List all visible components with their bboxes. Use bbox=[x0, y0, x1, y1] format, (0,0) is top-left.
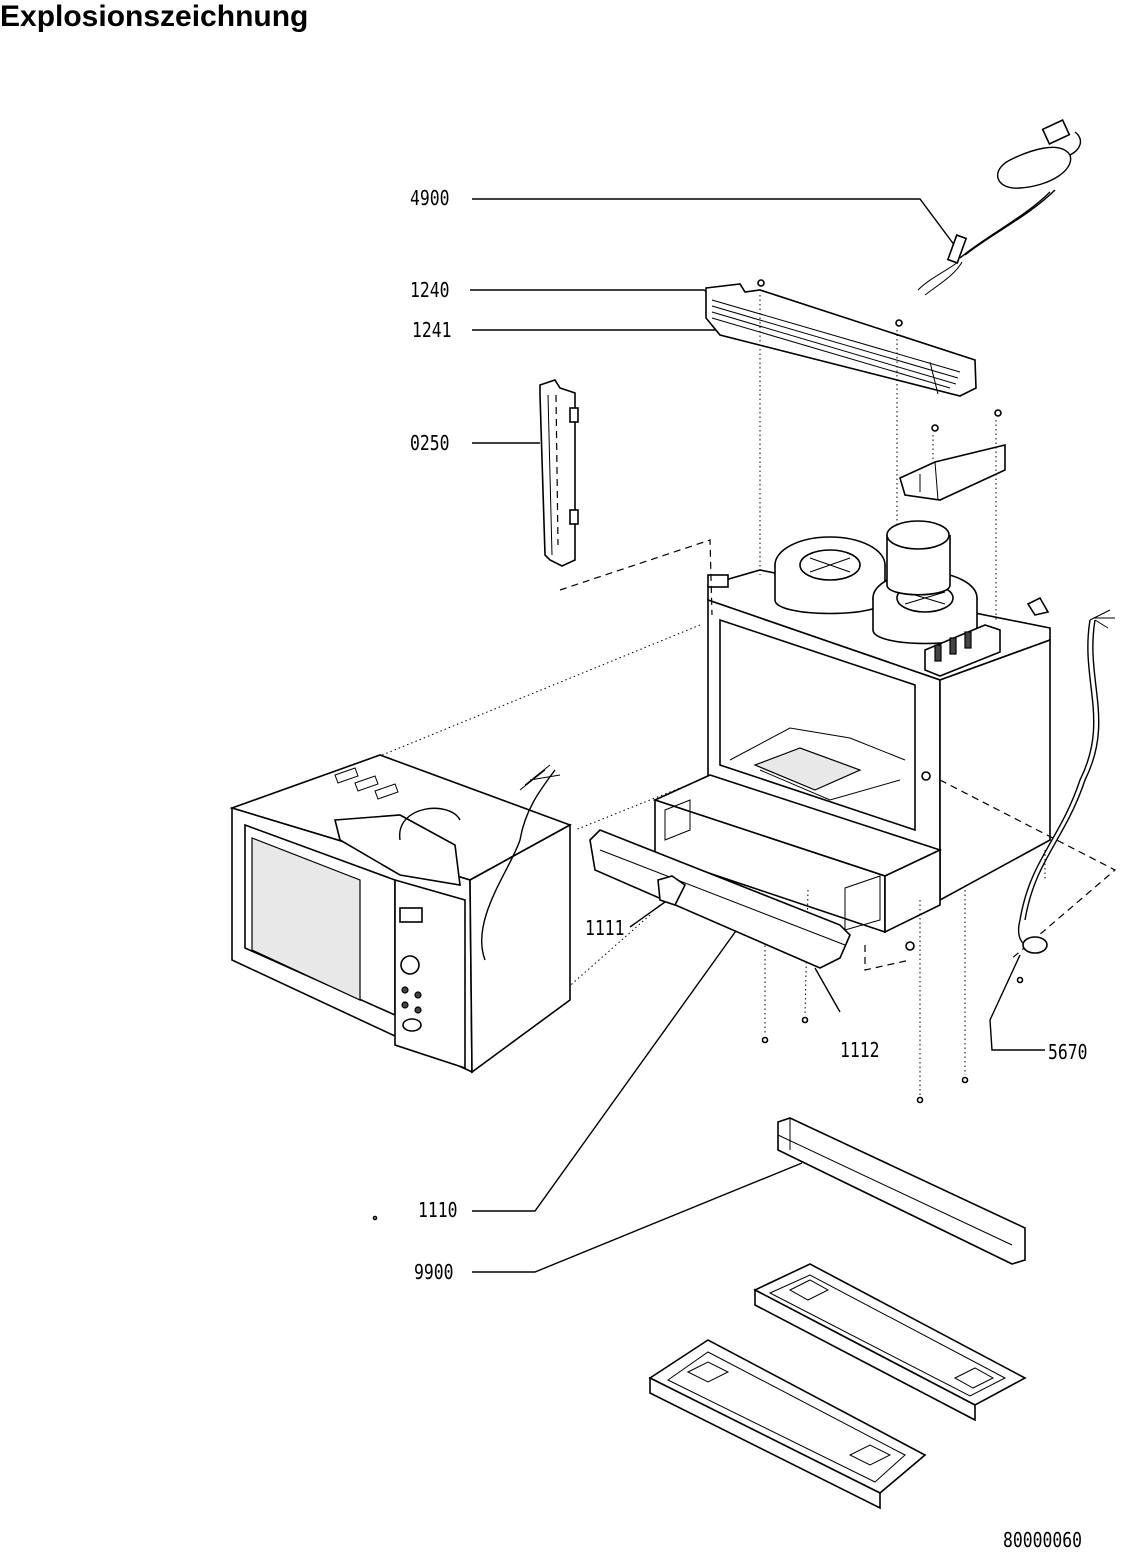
lower-duct-part bbox=[652, 774, 943, 934]
grease-filter-upper bbox=[753, 1263, 1027, 1422]
bracket-part bbox=[899, 409, 1006, 501]
top-vent-grille-part bbox=[705, 279, 977, 397]
callout-1110: 1110 bbox=[418, 1198, 458, 1222]
microwave-oven bbox=[229, 754, 572, 1074]
side-rail-part bbox=[539, 379, 579, 567]
page-title: Explosionszeichnung bbox=[0, 0, 309, 33]
grease-filter-lower bbox=[648, 1339, 927, 1510]
power-cord-part bbox=[917, 119, 1082, 296]
screws bbox=[372, 941, 1024, 1221]
callout-1240: 1240 bbox=[410, 278, 450, 302]
callout-1241: 1241 bbox=[412, 318, 452, 342]
thermostat-cable-part bbox=[1018, 609, 1115, 954]
mounting-rail-part bbox=[777, 1117, 1026, 1265]
callout-1112: 1112 bbox=[840, 1038, 880, 1062]
callout-4900: 4900 bbox=[410, 186, 450, 210]
callout-5670: 5670 bbox=[1048, 1040, 1088, 1064]
assembly-lines bbox=[369, 295, 1117, 1095]
leader-lines bbox=[470, 198, 1045, 1273]
callout-0250: 0250 bbox=[410, 431, 450, 455]
callout-9900: 9900 bbox=[414, 1260, 454, 1284]
callout-1111: 1111 bbox=[585, 916, 625, 940]
front-panel-part bbox=[589, 829, 851, 969]
drawing-number: 80000060 bbox=[1003, 1528, 1082, 1552]
